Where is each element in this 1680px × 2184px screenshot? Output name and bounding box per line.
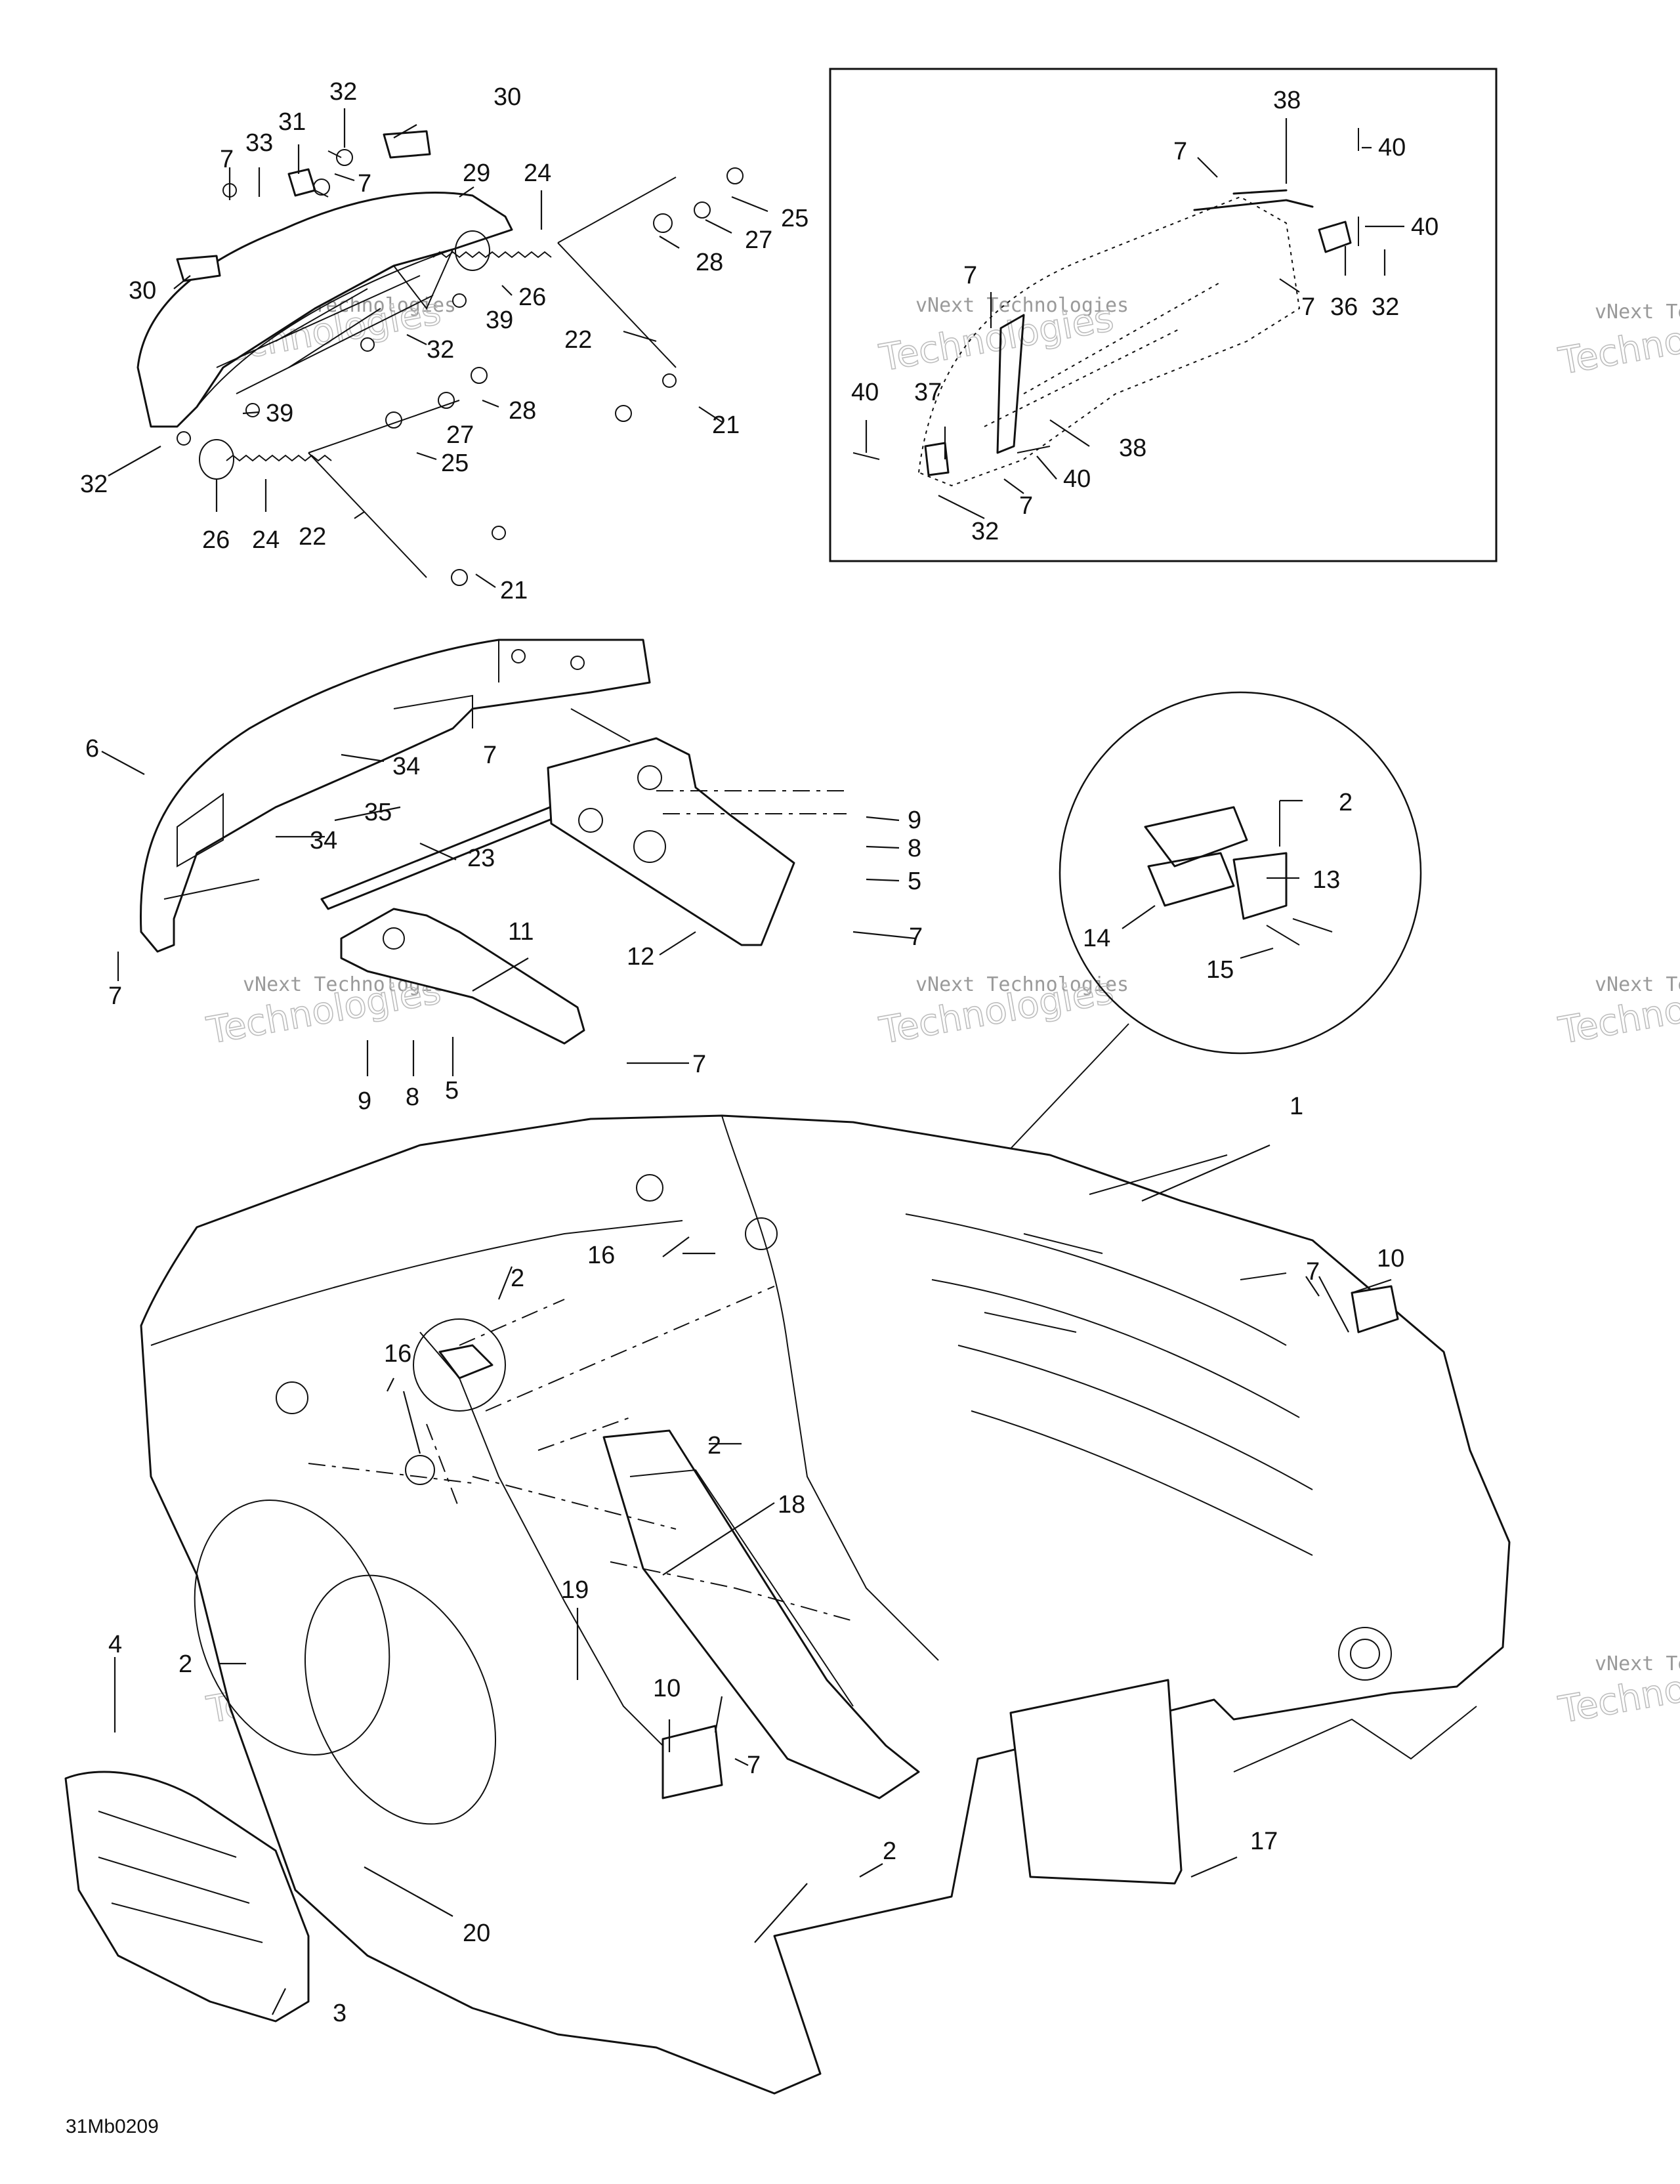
callout-label: 34 [392,753,420,780]
callout-label: 25 [441,450,469,477]
callout-label: 37 [914,379,942,406]
callout-label: 7 [1173,138,1187,165]
leader-lines [101,108,1404,2015]
callout-label: 20 [463,1920,490,1947]
callout-label: 2 [511,1265,524,1292]
callout-label: 7 [108,982,122,1010]
callout-label: 9 [908,807,921,834]
callout-label: 15 [1206,956,1234,984]
callout-label: 38 [1119,434,1146,462]
diagram-code: 31Mb0209 [66,2116,159,2137]
callout-label: 7 [909,923,923,951]
callout-label: 21 [712,411,740,439]
callout-label: 21 [500,577,528,604]
watermark-text: vNext Technologies [915,294,1129,317]
callout-label: 19 [561,1576,589,1604]
callout-label: 32 [1372,293,1399,321]
callout-label: 40 [1063,465,1091,493]
callout-label: 7 [220,146,234,173]
callout-label: 1 [1290,1093,1303,1120]
callout-label: 5 [908,868,921,895]
callout-label: 8 [406,1083,419,1111]
inset-detail [829,68,1498,562]
callout-label: 7 [1306,1258,1320,1286]
callout-label: 39 [266,400,293,427]
callout-label: 10 [1377,1245,1404,1272]
callout-label: 10 [653,1675,681,1702]
callout-label: 32 [80,471,108,498]
callout-label: 32 [329,78,357,106]
callout-label: 35 [364,799,392,826]
callout-label: 34 [310,827,337,854]
callout-label: 32 [971,518,999,545]
callout-label: 11 [508,918,534,946]
watermark-text: vNext Technologies [1595,1652,1680,1675]
callout-label: 7 [963,262,977,289]
callout-label: 12 [627,943,654,971]
callout-label: 7 [692,1051,706,1078]
callout-label: 30 [129,277,156,304]
callout-label: 31 [278,108,306,136]
callout-label: 7 [747,1752,761,1779]
callout-label: 6 [85,735,99,763]
callout-label: 22 [299,523,326,551]
callout-label: 8 [908,835,921,862]
rear-bumper-assembly [140,639,847,1045]
callout-label: 32 [427,336,454,364]
front-bumper-assembly [136,130,744,586]
callout-label: 36 [1330,293,1358,321]
callout-label: 28 [696,249,723,276]
callout-label: 4 [108,1631,122,1658]
callout-label: 14 [1083,925,1110,952]
watermark-text: vNext Technologies [1595,301,1680,324]
callout-label: 18 [778,1491,805,1519]
callout-label: 28 [509,397,536,425]
callout-label: 7 [1301,293,1315,321]
callout-label: 7 [358,170,371,198]
callout-label: 27 [745,226,772,254]
callout-label: 5 [445,1077,459,1104]
callout-label: 2 [707,1432,721,1460]
callout-label: 3 [333,2000,346,2027]
callout-label: 16 [384,1340,411,1368]
callout-label: 25 [781,205,808,232]
callout-label: 40 [1378,134,1406,161]
callout-label: 38 [1273,87,1301,114]
callout-label: 9 [358,1087,371,1115]
callout-label: 7 [1019,492,1033,520]
callout-label: 22 [564,326,592,354]
callout-labels: 32 30 7 33 31 7 29 24 25 27 28 30 26 39 … [80,78,1438,2027]
callout-label: 26 [518,284,546,311]
callout-label: 29 [463,159,490,187]
callout-label: 40 [851,379,879,406]
callout-label: 7 [483,742,497,769]
callout-label: 27 [446,421,474,449]
callout-label: 13 [1312,866,1340,894]
callout-label: 17 [1250,1828,1278,1855]
callout-label: 30 [494,83,521,111]
callout-label: 2 [883,1838,896,1865]
callout-label: 26 [202,526,230,554]
callout-label: 2 [178,1650,192,1678]
callout-label: 39 [486,306,513,334]
callout-label: 16 [587,1242,615,1269]
callout-label: 24 [524,159,551,187]
callout-label: 2 [1339,789,1353,816]
callout-label: 24 [252,526,280,554]
watermark-text: vNext Technologies [1595,973,1680,996]
main-body [64,1114,1511,2095]
callout-label: 23 [467,845,495,872]
callout-label: 33 [245,129,273,157]
callout-label: 40 [1411,213,1438,241]
